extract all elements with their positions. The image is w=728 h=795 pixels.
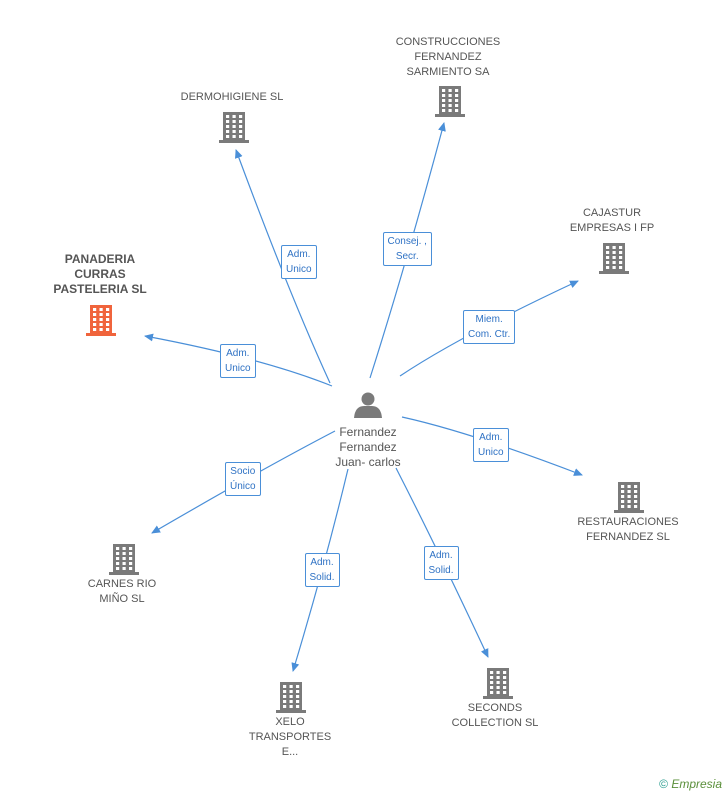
relation-label-cajastur[interactable]: Miem. Com. Ctr.	[463, 310, 516, 344]
building-icon-seconds[interactable]	[483, 668, 513, 699]
relation-label-xelo[interactable]: Adm. Solid.	[304, 553, 340, 587]
building-icon-restauraciones[interactable]	[614, 482, 644, 513]
relation-edge-dermohigiene	[235, 149, 331, 384]
company-label-carnes[interactable]: CARNES RIO MIÑO SL	[87, 578, 157, 605]
company-label-dermohigiene[interactable]: DERMOHIGIENE SL	[180, 91, 284, 103]
copyright-symbol: ©	[659, 777, 668, 791]
relation-label-seconds[interactable]: Adm. Solid.	[423, 546, 459, 580]
building-icon-dermohigiene[interactable]	[219, 112, 249, 143]
relation-label-construcciones[interactable]: Consej. , Secr.	[382, 232, 432, 266]
company-label-panaderia[interactable]: PANADERIA CURRAS PASTELERIA SL	[53, 252, 147, 296]
building-icon-panaderia[interactable]	[86, 305, 116, 336]
company-label-construcciones[interactable]: CONSTRUCCIONES FERNANDEZ SARMIENTO SA	[395, 36, 501, 78]
company-label-cajastur[interactable]: CAJASTUR EMPRESAS I FP	[569, 207, 655, 234]
relation-label-dermohigiene[interactable]: Adm. Unico	[281, 245, 317, 279]
building-icon-carnes[interactable]	[109, 544, 139, 575]
company-label-restauraciones[interactable]: RESTAURACIONES FERNANDEZ SL	[577, 516, 679, 543]
building-icon-cajastur[interactable]	[599, 243, 629, 274]
person-name[interactable]: Fernandez Fernandez Juan- carlos	[335, 425, 401, 469]
brand-name: Empresia	[671, 777, 722, 791]
company-label-xelo[interactable]: XELO TRANSPORTES E...	[248, 716, 332, 758]
relation-label-panaderia[interactable]: Adm. Unico	[220, 344, 256, 378]
footer-brand: © Empresia	[659, 777, 722, 791]
person-icon[interactable]	[354, 392, 382, 419]
building-icon-construcciones[interactable]	[435, 86, 465, 117]
relation-label-carnes[interactable]: Socio Único	[225, 462, 261, 496]
relation-label-restauraciones[interactable]: Adm. Unico	[473, 428, 509, 462]
company-label-seconds[interactable]: SECONDS COLLECTION SL	[451, 702, 539, 729]
building-icon-xelo[interactable]	[276, 682, 306, 713]
